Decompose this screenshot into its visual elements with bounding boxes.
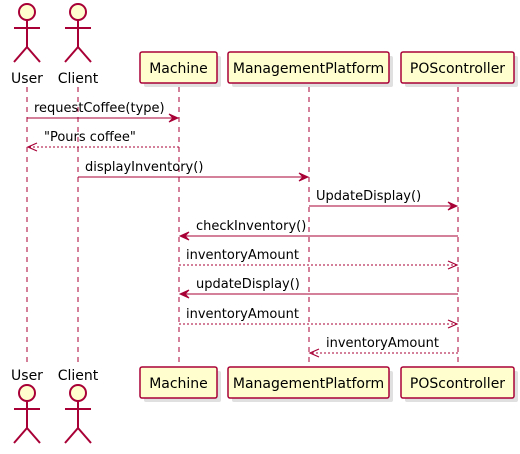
participant-label: ManagementPlatform — [233, 376, 384, 392]
message-label: inventoryAmount — [186, 248, 299, 263]
participant-box — [139, 366, 218, 399]
actor-client-bottom: Client — [58, 368, 99, 444]
arrowhead-filled — [298, 172, 310, 182]
arrowhead-open — [447, 319, 459, 329]
message-label: displayInventory() — [85, 160, 203, 175]
message-label: inventoryAmount — [326, 336, 439, 351]
message-7: updateDisplay() — [178, 277, 458, 299]
message-label: requestCoffee(type) — [34, 101, 165, 116]
message-label: "Pours coffee" — [44, 130, 136, 145]
arrowhead-filled — [178, 289, 190, 299]
participant-label: POScontroller — [410, 376, 505, 392]
arrowhead-open — [308, 348, 320, 358]
participant-poscontroller-top: POScontroller — [400, 51, 518, 87]
actor-user-bottom: User — [11, 368, 43, 444]
participant-box — [139, 51, 218, 84]
message-2: "Pours coffee" — [26, 130, 179, 152]
participant-label: ManagementPlatform — [233, 61, 384, 77]
participant-managementplatform-top: ManagementPlatform — [227, 51, 393, 87]
message-label: UpdateDisplay() — [316, 189, 421, 204]
message-label: updateDisplay() — [196, 277, 300, 292]
actor-icon — [64, 3, 92, 63]
actor-icon — [64, 384, 92, 444]
message-8: inventoryAmount — [179, 307, 459, 329]
participant-machine-top: Machine — [139, 51, 221, 87]
messages: requestCoffee(type) "Pours coffee" display… — [26, 101, 459, 358]
participant-box — [227, 51, 390, 84]
arrowhead-filled — [447, 201, 459, 211]
message-4: UpdateDisplay() — [309, 189, 459, 211]
message-5: checkInventory() — [178, 219, 458, 241]
message-1: requestCoffee(type) — [27, 101, 180, 123]
message-9: inventoryAmount — [308, 336, 458, 358]
actor-label: User — [11, 71, 43, 87]
actor-user-top: User — [11, 3, 43, 87]
participant-box — [227, 366, 390, 399]
actor-label: User — [11, 368, 43, 384]
participant-heads-top: User Client Machine ManagementPlatform POSco… — [11, 3, 518, 87]
participant-poscontroller-bottom: POScontroller — [400, 366, 518, 402]
arrowhead-open — [447, 260, 459, 270]
actor-label: Client — [58, 71, 99, 87]
participant-machine-bottom: Machine — [139, 366, 221, 402]
participant-label: POScontroller — [410, 61, 505, 77]
arrowhead-filled — [168, 113, 180, 123]
actor-icon — [13, 384, 41, 444]
message-label: inventoryAmount — [186, 307, 299, 322]
actor-label: Client — [58, 368, 99, 384]
actor-icon — [13, 3, 41, 63]
arrowhead-open — [26, 142, 38, 152]
message-6: inventoryAmount — [179, 248, 459, 270]
participant-label: Machine — [149, 376, 208, 392]
actor-client-top: Client — [58, 3, 99, 87]
message-label: checkInventory() — [196, 219, 306, 234]
arrowhead-filled — [178, 231, 190, 241]
participant-box — [400, 366, 515, 399]
participant-label: Machine — [149, 61, 208, 77]
lifelines — [26, 87, 459, 364]
participant-managementplatform-bottom: ManagementPlatform — [227, 366, 393, 402]
message-3: displayInventory() — [78, 160, 310, 182]
participant-box — [400, 51, 515, 84]
